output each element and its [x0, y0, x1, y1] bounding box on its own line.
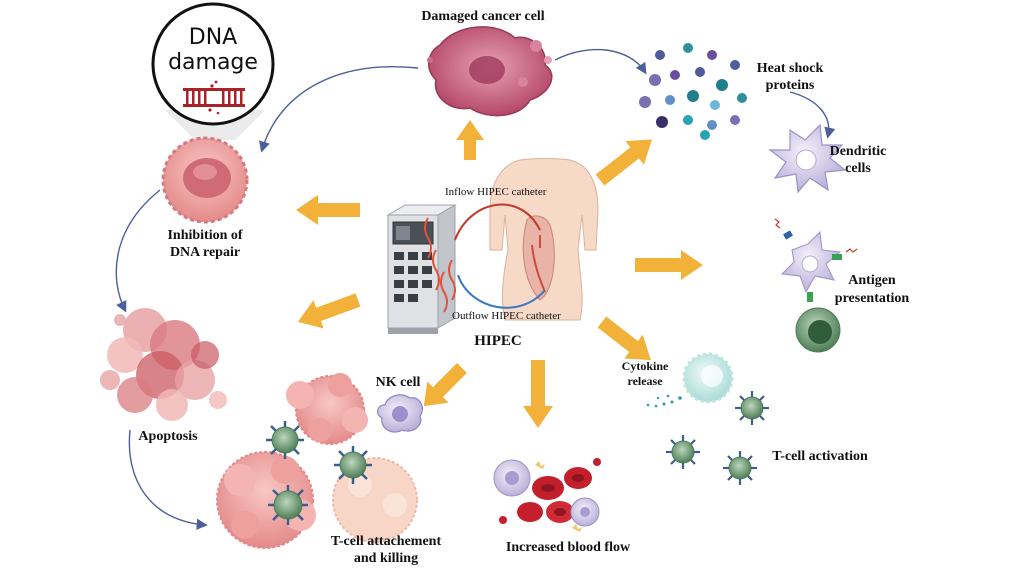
dna-damage-bubble: DNA damage: [151, 2, 275, 140]
tcell-activation-label: T-cell activation: [772, 449, 868, 464]
curve-heat-shock-to-dendritic: [789, 91, 836, 139]
blood-cells: [493, 458, 601, 532]
blood-flow-label: Increased blood flow: [506, 540, 631, 555]
tcell-attach-label-line1: T-cell attachement: [331, 534, 442, 549]
cytokine-label-line1: Cytokine: [622, 359, 669, 373]
nk-cell: [376, 394, 423, 433]
orange-arrows: [296, 120, 703, 428]
inflow-catheter-label: Inflow HIPEC catheter: [445, 186, 547, 198]
curve-dna-repair-to-apoptosis: [115, 189, 161, 313]
apoptosis-cluster: [100, 308, 227, 421]
dendritic-label-line2: cells: [845, 161, 871, 176]
hipec-machine: [386, 204, 457, 334]
arrow-to-nk-cell: [423, 363, 467, 407]
curve-cancer-to-dna-repair: [259, 66, 419, 153]
inhibition-label-line2: DNA repair: [170, 245, 240, 260]
tcell-attach-label-line2: and killing: [354, 551, 418, 566]
antigen-label-line2: presentation: [835, 291, 910, 306]
heat-shock-label-line1: Heat shock: [757, 61, 824, 76]
damaged-cancer-cell: [427, 26, 553, 117]
arrow-to-heat-shock: [595, 139, 653, 186]
antigen-presentation-cells: [774, 218, 858, 353]
curve-apoptosis-to-tcell: [128, 429, 208, 530]
arrow-left-to-dna-repair: [296, 195, 360, 225]
outflow-catheter-line: [457, 274, 546, 309]
arrow-left-to-apoptosis: [297, 293, 361, 329]
dna-repair-cell: [161, 136, 249, 224]
apoptosis-label: Apoptosis: [138, 429, 198, 444]
inflow-catheter-line: [454, 203, 541, 241]
cytokine-label-line2: release: [627, 374, 663, 388]
curve-cancer-to-heat-shock: [554, 48, 647, 75]
arrow-down-to-blood-flow: [523, 360, 553, 428]
hipec-label: HIPEC: [474, 333, 522, 349]
heat-shock-protein-dots: [639, 43, 747, 140]
antigen-label-line1: Antigen: [848, 273, 896, 288]
human-torso: [489, 158, 599, 321]
activated-t-cells: [666, 391, 769, 485]
dna-strand-icon: [183, 80, 245, 115]
arrow-right-to-antigen: [635, 250, 703, 280]
dendritic-cell: [768, 123, 847, 194]
dna-damage-label-line2: damage: [168, 50, 258, 75]
inhibition-label-line1: Inhibition of: [167, 228, 242, 243]
outflow-catheter-label: Outflow HIPEC catheter: [452, 310, 561, 322]
dendritic-label-line1: Dendritic: [830, 144, 887, 159]
t-cells-attached: [266, 421, 372, 525]
arrow-to-cytokine: [597, 316, 651, 361]
heat-shock-label-line2: proteins: [766, 78, 815, 93]
damaged-cancer-cell-label: Damaged cancer cell: [421, 9, 544, 24]
tumor-cluster: [216, 373, 418, 549]
nk-cell-label: NK cell: [376, 375, 421, 390]
dna-damage-label-line1: DNA: [189, 25, 237, 50]
arrow-up-to-cancer: [456, 120, 484, 160]
dna-damage-circle: [151, 2, 275, 126]
cytokine-cell: [646, 352, 734, 408]
